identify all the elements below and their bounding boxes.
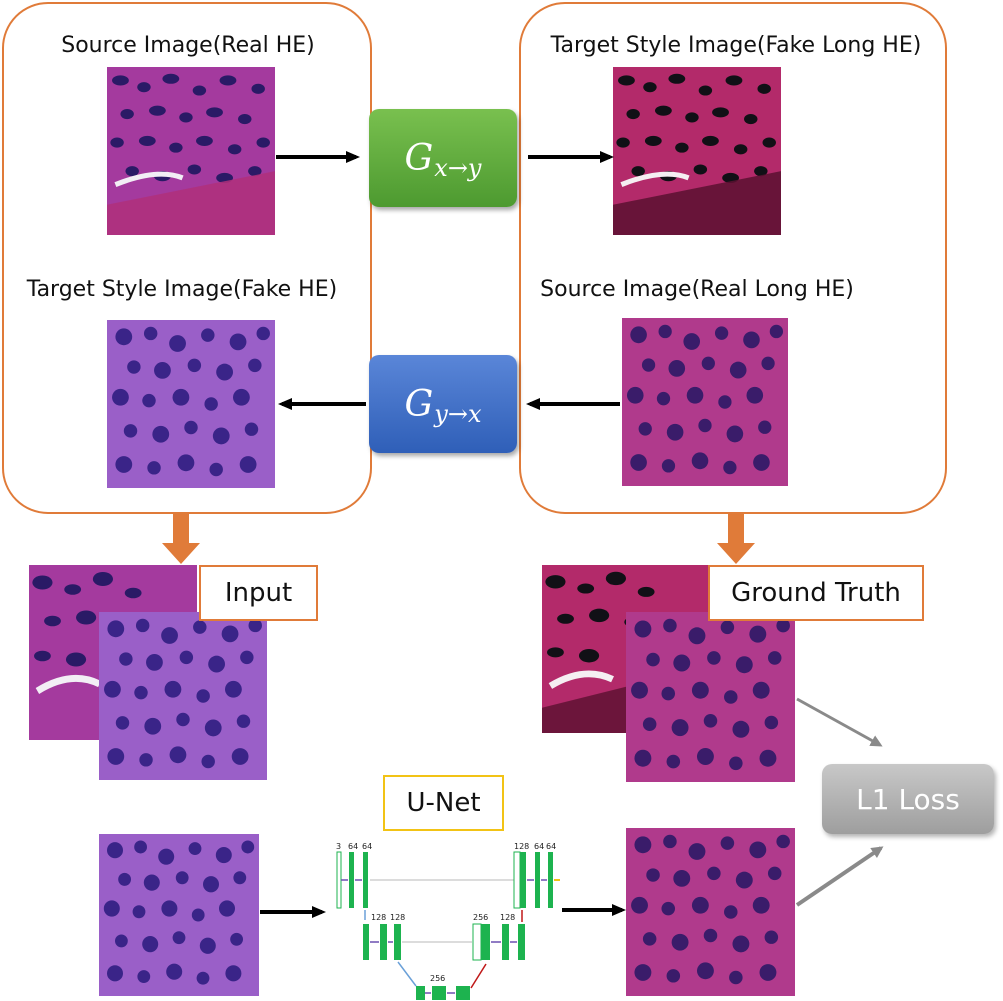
unet-bottom-label: 256 xyxy=(430,974,445,983)
unet-enc2-label-a: 128 xyxy=(371,913,386,922)
arrow-ground-truth-to-loss xyxy=(796,697,883,747)
unet-label: U-Net xyxy=(383,775,504,831)
input-stack-front-image xyxy=(99,612,267,780)
right-source-caption: Source Image(Real Long HE) xyxy=(540,277,854,302)
fake-long-he-image xyxy=(613,67,781,235)
unet-dec1-label-c: 64 xyxy=(546,842,556,851)
arrow-output-to-loss xyxy=(795,846,884,907)
generator-y-to-x-sub: y→x xyxy=(434,400,482,428)
unet-enc1-label-b: 64 xyxy=(348,842,358,851)
generator-y-to-x-base: G xyxy=(404,383,434,425)
fake-he-image xyxy=(107,320,275,488)
left-group-box xyxy=(2,2,372,514)
unet-dec2-label-b: 128 xyxy=(500,913,515,922)
ground-truth-label: Ground Truth xyxy=(708,565,924,621)
unet-diagram: 3 64 64 128 128 256 256 xyxy=(336,842,560,1000)
left-source-caption: Source Image(Real HE) xyxy=(61,33,315,58)
right-group-box xyxy=(519,2,947,514)
unet-input-image xyxy=(99,834,259,996)
unet-enc1-label-c: 64 xyxy=(362,842,372,851)
ground-truth-stack-front-image xyxy=(626,612,795,782)
generator-x-to-y-base: G xyxy=(404,137,434,179)
unet-output-image xyxy=(626,828,795,996)
orange-down-arrow-right xyxy=(717,514,755,564)
generator-x-to-y-sub: x→y xyxy=(434,154,482,182)
l1-loss-box: L1 Loss xyxy=(822,764,994,834)
unet-dec1-label-a: 128 xyxy=(514,842,529,851)
unet-enc2-label-b: 128 xyxy=(390,913,405,922)
left-target-caption: Target Style Image(Fake HE) xyxy=(26,277,338,302)
input-label: Input xyxy=(199,565,318,621)
unet-dec2-label-a: 256 xyxy=(473,913,488,922)
right-target-caption: Target Style Image(Fake Long HE) xyxy=(550,33,922,58)
unet-enc1-label-a: 3 xyxy=(336,842,341,851)
real-long-he-image xyxy=(622,318,788,486)
real-he-image xyxy=(107,67,275,235)
orange-down-arrow-left xyxy=(162,514,200,564)
unet-dec1-label-b: 64 xyxy=(534,842,544,851)
